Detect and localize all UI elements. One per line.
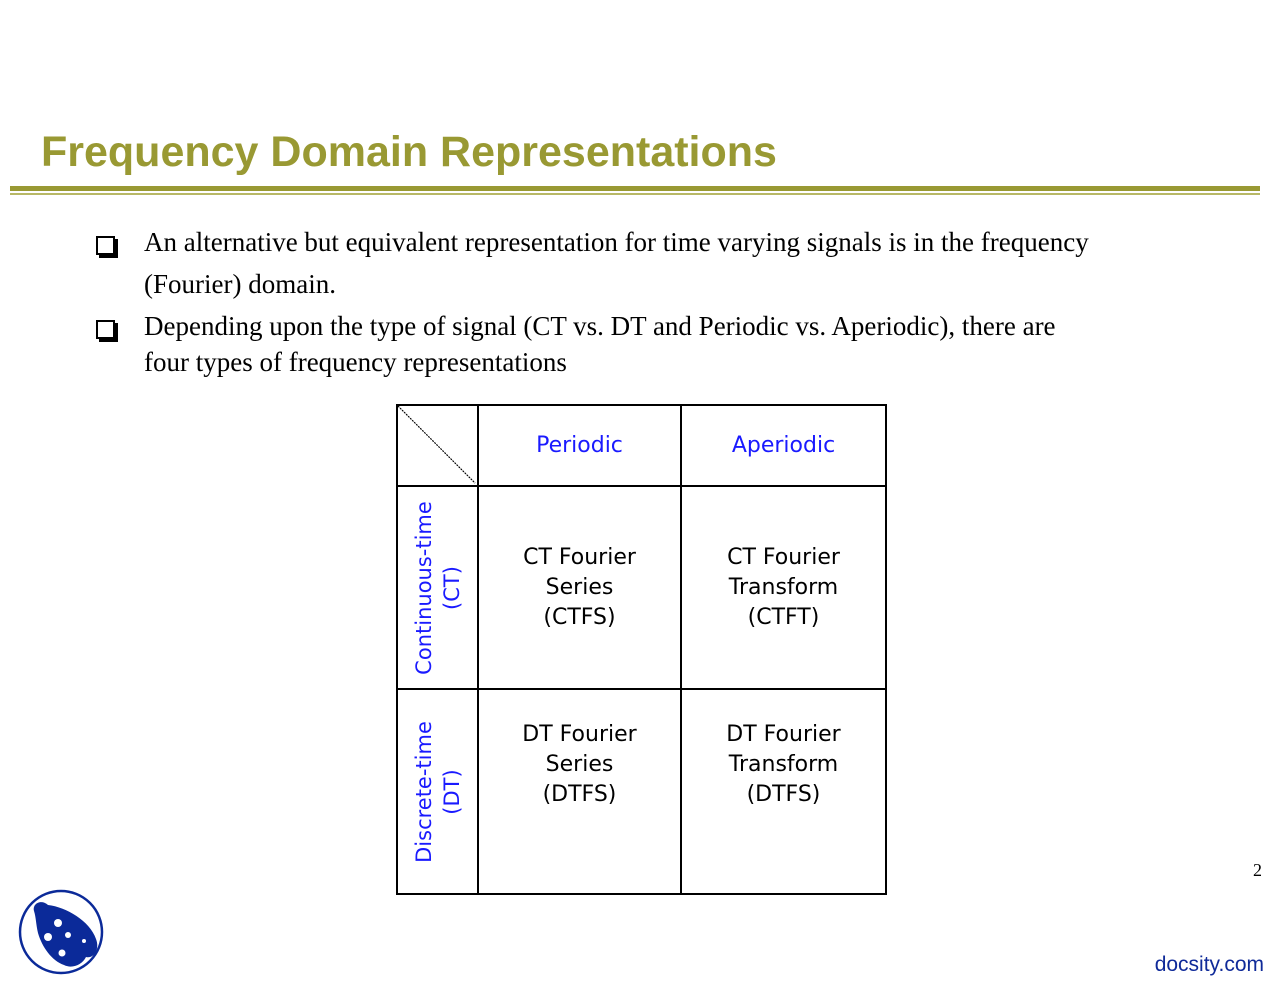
row-header-label: Continuous-time (CT) <box>410 501 466 675</box>
column-header-aperiodic: Aperiodic <box>680 404 887 487</box>
column-header-label: Periodic <box>536 432 623 458</box>
slide-title: Frequency Domain Representations <box>41 128 777 176</box>
checkbox-square-icon <box>96 236 115 255</box>
table-cell-dtfs: DT Fourier Series (DTFS) <box>477 688 682 895</box>
cell-line: Transform <box>728 574 839 600</box>
cell-line: Series <box>545 574 614 600</box>
bullet-text-line: An alternative but equivalent representa… <box>144 227 1089 257</box>
title-divider-thin <box>10 193 1260 195</box>
row-label-line: Continuous-time <box>411 500 436 675</box>
row-header-continuous-time: Continuous-time (CT) <box>396 485 479 690</box>
table-cell-ctft: CT Fourier Transform (CTFT) <box>680 485 887 690</box>
title-divider-thick <box>10 186 1260 191</box>
cell-line: CT Fourier <box>523 544 636 570</box>
cell-line: DT Fourier <box>726 721 841 747</box>
row-label-line: (DT) <box>439 768 464 815</box>
docsity-link[interactable]: docsity.com <box>1154 953 1264 976</box>
fourier-classification-table: Periodic Aperiodic Continuous-time (CT) … <box>396 404 887 895</box>
diagonal-line-icon <box>398 406 476 484</box>
page-number: 2 <box>1253 860 1262 880</box>
row-header-discrete-time: Discrete-time (DT) <box>396 688 479 895</box>
column-header-label: Aperiodic <box>731 432 836 458</box>
cell-line: (DTFS) <box>746 781 821 807</box>
cell-line: CT Fourier <box>727 544 840 570</box>
bullet-text-line: (Fourier) domain. <box>144 269 336 299</box>
cell-line: (CTFS) <box>543 604 616 630</box>
docsity-logo-icon <box>18 889 104 975</box>
bullet-text-line: four types of frequency representations <box>144 347 567 377</box>
checkbox-square-icon <box>96 320 115 339</box>
bullet-text-line: Depending upon the type of signal (CT vs… <box>144 311 1056 341</box>
cell-line: (DTFS) <box>542 781 617 807</box>
row-label-line: (CT) <box>439 565 464 610</box>
cell-line: Transform <box>728 751 839 777</box>
cell-line: Series <box>545 751 614 777</box>
cell-line: DT Fourier <box>522 721 637 747</box>
cell-line: (CTFT) <box>747 604 820 630</box>
table-cell-dtft: DT Fourier Transform (DTFS) <box>680 688 887 895</box>
table-corner-cell <box>396 404 479 487</box>
column-header-periodic: Periodic <box>477 404 682 487</box>
row-label-line: Discrete-time <box>411 720 436 863</box>
table-cell-ctfs: CT Fourier Series (CTFS) <box>477 485 682 690</box>
row-header-label: Discrete-time (DT) <box>410 721 466 863</box>
